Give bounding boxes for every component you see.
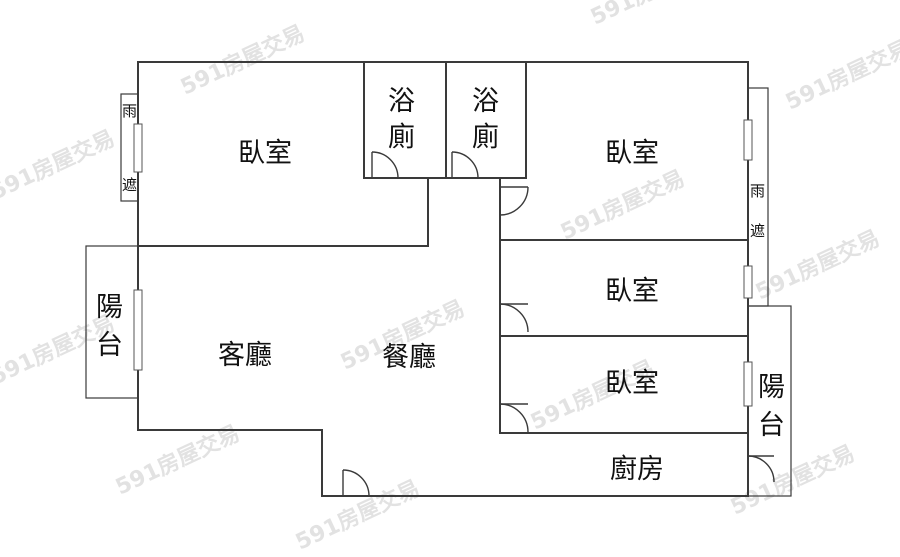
door-kitchen-balcony [747, 455, 775, 483]
label-bath-2-line-1: 浴 [472, 86, 499, 117]
watermark-text: 591房屋交易 [557, 165, 689, 245]
label-rain-shelter-left-line-2: 遮 [122, 176, 137, 194]
watermark-text: 591房屋交易 [292, 475, 424, 555]
label-dining-room: 餐廳 [382, 342, 436, 373]
label-bedroom-4: 臥室 [605, 368, 659, 399]
label-bath-1-line-2: 廁 [388, 122, 415, 153]
label-rain-shelter-right-line-1: 雨 [750, 182, 765, 200]
door-bath-2 [451, 151, 479, 179]
watermark-text: 591房屋交易 [112, 420, 244, 500]
watermark-text: 591房屋交易 [0, 125, 119, 205]
balcony-left [85, 245, 143, 399]
label-balcony-right-line-1: 陽 [758, 372, 785, 403]
door-bedroom-4 [499, 403, 529, 433]
door-entrance [342, 469, 370, 497]
watermark-text: 591房屋交易 [177, 20, 309, 100]
label-bath-1-line-1: 浴 [388, 86, 415, 117]
label-kitchen: 廚房 [610, 454, 664, 485]
exterior-walls [137, 61, 749, 497]
watermark-text: 591房屋交易 [782, 35, 900, 115]
rain-shelter-left [120, 93, 143, 202]
balcony-right [743, 305, 792, 497]
label-bath-2-line-2: 廁 [472, 122, 499, 153]
door-bedroom-2 [499, 186, 529, 216]
label-bedroom-2: 臥室 [605, 138, 659, 169]
label-living-room: 客廳 [218, 340, 272, 371]
label-rain-shelter-left-line-1: 雨 [122, 102, 137, 120]
door-bedroom-3 [499, 303, 529, 333]
label-balcony-left-line-2: 台 [96, 330, 123, 361]
label-bedroom-1: 臥室 [238, 138, 292, 169]
label-bedroom-3: 臥室 [605, 276, 659, 307]
label-balcony-right-line-2: 台 [758, 410, 785, 441]
interior-walls [137, 61, 749, 434]
watermark-text: 591房屋交易 [587, 0, 719, 30]
doors [342, 151, 775, 497]
room-labels: 臥室 浴 廁 浴 廁 臥室 臥室 臥室 客廳 餐廳 廚房 陽 台 陽 台 雨 遮… [96, 86, 785, 485]
label-rain-shelter-right-line-2: 遮 [750, 222, 765, 240]
watermark-text: 591房屋交易 [752, 225, 884, 305]
watermark-text: 591房屋交易 [727, 440, 859, 520]
label-balcony-left-line-1: 陽 [96, 292, 123, 323]
door-bath-1 [371, 151, 399, 179]
